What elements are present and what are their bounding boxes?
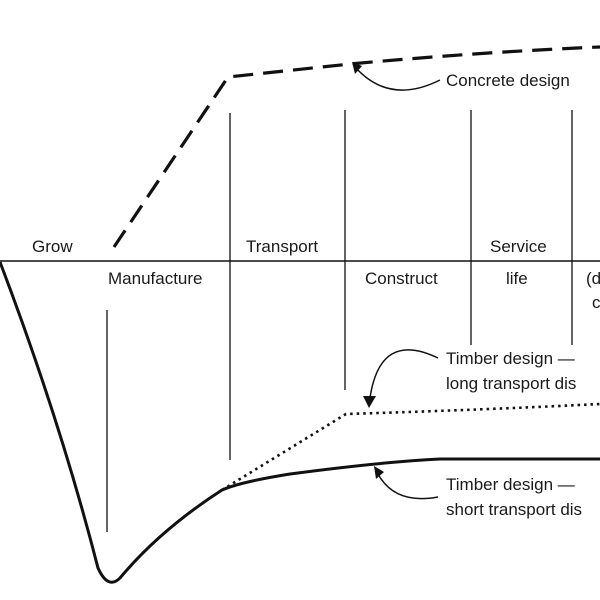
callout-timber-long-line2: long transport dis xyxy=(446,374,576,393)
timber-long-leader-line xyxy=(369,349,439,399)
callout-timber-long-line1: Timber design — xyxy=(446,349,575,368)
stage-label-life: life xyxy=(506,269,528,288)
stage-label-partial-bottom: c xyxy=(592,293,600,312)
timber-short-leader-arrow-icon xyxy=(374,466,384,479)
stage-label-partial-top: (d xyxy=(586,269,600,288)
concrete-leader-arrow-icon xyxy=(352,62,362,74)
stage-label-transport: Transport xyxy=(246,237,318,256)
timber-short-leader-line xyxy=(377,473,439,500)
timber-short-transport-curve xyxy=(0,261,600,584)
callout-timber-short-line2: short transport dis xyxy=(446,500,582,519)
concrete-leader-line xyxy=(355,67,441,91)
stage-label-grow: Grow xyxy=(32,237,73,256)
timber-long-leader-arrow-icon xyxy=(363,396,376,408)
stage-label-construct: Construct xyxy=(365,269,438,288)
callout-timber-short-line1: Timber design — xyxy=(446,475,575,494)
stage-label-manufacture: Manufacture xyxy=(108,269,203,288)
callout-concrete-design: Concrete design xyxy=(446,71,570,90)
stage-label-service: Service xyxy=(490,237,547,256)
timber-long-transport-curve xyxy=(221,402,600,492)
